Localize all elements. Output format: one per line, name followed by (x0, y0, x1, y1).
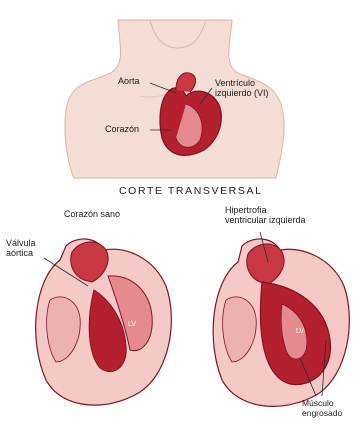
label-lv-right: LV (296, 327, 304, 337)
label-aortic-valve: Válvula aórtica (6, 238, 36, 258)
label-lv-left: LV (128, 320, 136, 330)
section-heading: CORTE TRANSVERSAL (119, 185, 263, 197)
label-aorta: Aorta (118, 76, 140, 86)
label-thick-muscle: Músculo engrosado (302, 398, 342, 418)
label-healthy-heart: Corazón sano (64, 209, 120, 219)
hypertrophy-heart-section (213, 239, 349, 406)
label-hypertrophy: Hipertrofia ventricular izquierda (225, 205, 306, 225)
healthy-heart-section (36, 239, 172, 405)
label-left-ventricle: Ventrículo izquierdo (VI) (215, 78, 269, 98)
label-heart: Corazón (105, 124, 139, 134)
